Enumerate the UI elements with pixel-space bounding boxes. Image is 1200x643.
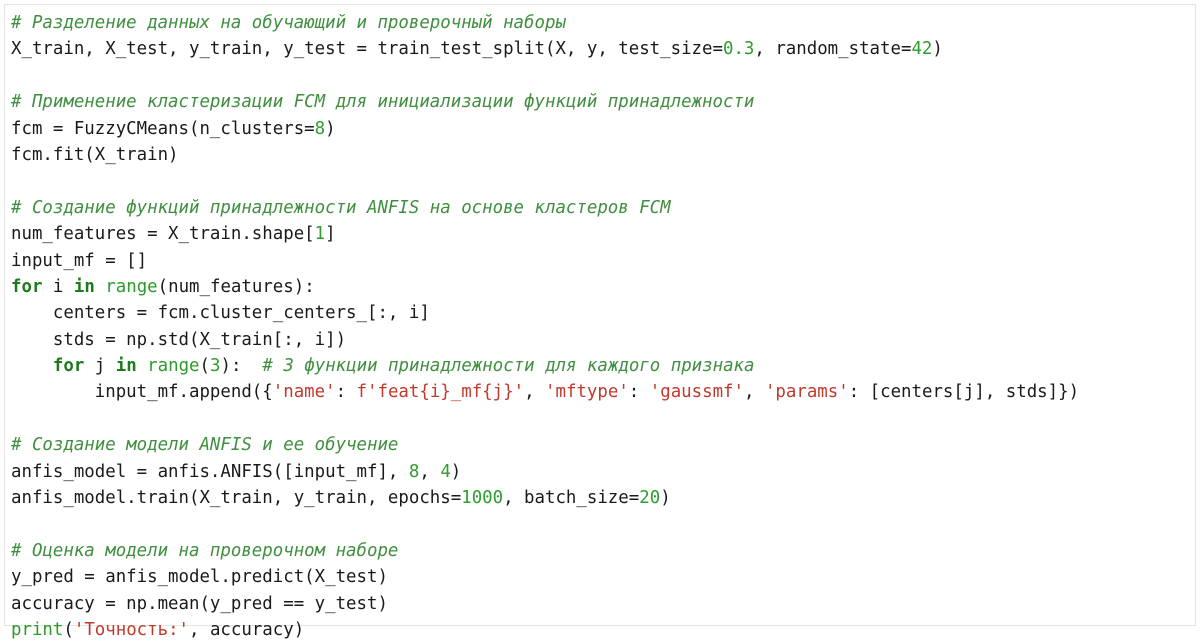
code-token: anfis_model = anfis.ANFIS([input_mf], [11, 461, 409, 482]
code-token [137, 356, 147, 376]
code-keyword: in [73, 276, 95, 297]
code-token [95, 277, 105, 297]
code-number: 20 [639, 488, 661, 509]
code-line: input_mf.append({'name': f'feat{i}_mf{j}… [11, 379, 1079, 405]
code-line: # Применение кластеризации FCM для иници… [11, 89, 1079, 115]
code-number: 42 [911, 39, 933, 60]
code-number: 8 [314, 118, 326, 139]
code-token: , batch_size= [503, 488, 640, 509]
code-number: 1000 [461, 488, 504, 509]
code-token: ) [660, 488, 671, 509]
code-line: ​ [11, 511, 1079, 537]
code-token: ) [450, 461, 462, 482]
code-token: ] [325, 224, 336, 245]
code-token: i [42, 276, 74, 297]
code-number: 0.3 [722, 39, 755, 60]
code-line: input_mf = [] [11, 248, 1079, 274]
code-line: ​ [11, 63, 1079, 89]
code-line: # Создание модели ANFIS и ее обучение [11, 432, 1079, 458]
code-panel: # Разделение данных на обучающий и прове… [4, 4, 1196, 640]
code-line: X_train, X_test, y_train, y_test = train… [11, 36, 1079, 62]
code-token [11, 356, 53, 376]
code-line: # Разделение данных на обучающий и прове… [11, 10, 1079, 36]
code-token: , [419, 461, 441, 482]
code-number: 3 [210, 356, 221, 377]
code-string: f'feat{i}_mf{j}' [356, 382, 525, 403]
code-line: ​ [11, 406, 1079, 432]
code-comment: # Создание модели ANFIS и ее обучение [11, 435, 399, 456]
code-token: ): [220, 356, 263, 377]
code-line: anfis_model.train(X_train, y_train, epoc… [11, 485, 1079, 511]
code-token: centers = fcm.cluster_centers_[:, i] [11, 303, 430, 324]
code-keyword: for [52, 356, 85, 377]
code-keyword: in [115, 356, 137, 377]
code-number: 4 [440, 461, 451, 482]
code-line: centers = fcm.cluster_centers_[:, i] [11, 300, 1079, 326]
code-token: num_features = X_train.shape[ [11, 224, 315, 245]
code-token: input_mf = [] [11, 250, 148, 271]
code-token: y_pred = anfis_model.predict(X_test) [11, 567, 388, 588]
code-token: fcm = FuzzyCMeans(n_clusters= [11, 118, 315, 139]
code-token: (num_features): [157, 276, 315, 297]
code-token: X_train, X_test, y_train, y_test = train… [11, 39, 723, 60]
code-line: stds = np.std(X_train[:, i]) [11, 327, 1079, 353]
code-line: anfis_model = anfis.ANFIS([input_mf], 8,… [11, 459, 1079, 485]
code-line: y_pred = anfis_model.predict(X_test) [11, 564, 1079, 590]
code-token: ) [932, 39, 943, 60]
code-string: 'name' [272, 382, 336, 403]
code-token: : [centers[j], stds]}) [848, 382, 1080, 403]
code-comment: # Создание функций принадлежности ANFIS … [11, 197, 671, 218]
code-token: ) [325, 118, 336, 139]
code-token: , [524, 382, 546, 403]
code-token: ( [199, 356, 211, 377]
code-comment: # Применение кластеризации FCM для иници… [11, 92, 755, 113]
code-number: 8 [408, 461, 420, 482]
code-line: fcm.fit(X_train) [11, 142, 1079, 168]
code-string: 'params' [764, 382, 849, 403]
code-line: # Оценка модели на проверочном наборе [11, 538, 1079, 564]
code-builtin: range [147, 356, 200, 377]
code-token: input_mf.append({ [11, 382, 273, 403]
code-token: , [743, 382, 765, 403]
code-token: j [84, 356, 116, 377]
code-line: for j in range(3): # 3 функции принадлеж… [11, 353, 1079, 379]
code-line: accuracy = np.mean(y_pred == y_test) [11, 591, 1079, 617]
code-comment: # Разделение данных на обучающий и прове… [11, 13, 566, 33]
code-token: : [335, 382, 357, 403]
code-token: stds = np.std(X_train[:, i]) [11, 329, 347, 350]
code-block: # Разделение данных на обучающий и прове… [11, 10, 1079, 643]
code-line: for i in range(num_features): [11, 274, 1079, 300]
code-line: # Создание функций принадлежности ANFIS … [11, 195, 1079, 221]
code-string: 'gaussmf' [649, 382, 744, 403]
code-number: 1 [314, 224, 326, 245]
code-builtin: range [105, 276, 158, 297]
code-line: fcm = FuzzyCMeans(n_clusters=8) [11, 116, 1079, 142]
code-line: ​ [11, 168, 1079, 194]
code-comment: # 3 функции принадлежности для каждого п… [262, 356, 755, 377]
code-keyword: for [11, 276, 43, 297]
code-line: num_features = X_train.shape[1] [11, 221, 1079, 247]
code-token: anfis_model.train(X_train, y_train, epoc… [11, 488, 462, 509]
code-token: accuracy = np.mean(y_pred == y_test) [11, 593, 388, 614]
code-token: , random_state= [754, 39, 912, 60]
code-token: fcm.fit(X_train) [11, 144, 179, 165]
code-token: : [628, 382, 650, 403]
code-string: 'mftype' [545, 382, 629, 403]
code-comment: # Оценка модели на проверочном наборе [11, 540, 399, 561]
